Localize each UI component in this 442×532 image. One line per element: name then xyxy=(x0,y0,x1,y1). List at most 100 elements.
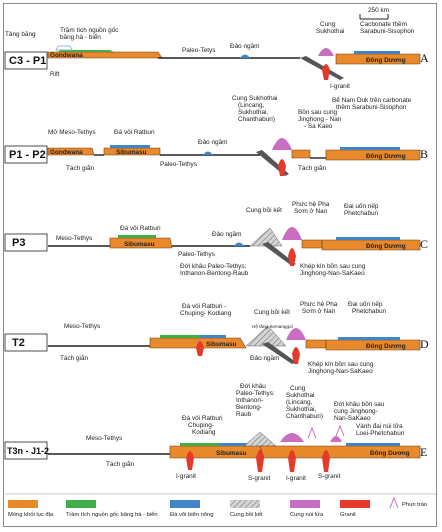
s-granite-2 xyxy=(322,450,330,472)
label-phetchabun: Phetchabun xyxy=(344,210,379,217)
label-meso-tethys: Meso-Tethys xyxy=(86,435,122,442)
label-rift: Rift xyxy=(50,71,60,78)
i-granite-sibumasu xyxy=(186,451,194,470)
legend-item-limestone: Đá vôi biển nông xyxy=(170,500,214,518)
seamount xyxy=(203,151,213,155)
legend-item-basement: Móng khối lục địa xyxy=(8,500,54,518)
period-box xyxy=(4,441,48,460)
stage-b: P1 - P2 Cung Sukhothai (Lincang, Sukhoth… xyxy=(4,95,428,176)
label-cung-sukhothai: Cung Sukhothai xyxy=(232,95,277,102)
label-gondwana: Gondwana xyxy=(50,149,83,156)
label-phuc-he: Phức hệ Pha xyxy=(300,301,338,308)
s-granite-1 xyxy=(256,450,264,472)
legend-swatch xyxy=(170,500,200,508)
legend-label: Granit xyxy=(340,512,356,518)
label-bentong: Bentong- xyxy=(236,404,262,411)
label-i-granit-2: I-granit xyxy=(286,475,306,482)
label-tram-tich-2: băng hà - biển xyxy=(60,33,101,41)
label-phetchabun: Phetchabun xyxy=(352,308,387,315)
label-cung-jinghong: cung Jinghong- xyxy=(334,408,378,415)
label-semanggol: Hệ tầng Semanggol xyxy=(252,324,293,329)
legend-swatch xyxy=(8,500,38,508)
section-letter: C xyxy=(420,237,428,251)
legend-label: Đá vôi biển nông xyxy=(170,511,214,518)
stage-e: T3n - J1-2 Đới khâu Paleo-Tethys: Inthan… xyxy=(4,383,427,482)
label-phuc-he: Phức hệ Pha xyxy=(292,201,330,208)
label-dong-duong: Đông Dương xyxy=(366,57,406,64)
label-cacbonate: Cacbonate thềm xyxy=(360,19,407,28)
label-tang-bang: Tảng băng xyxy=(5,31,36,38)
carbonate-platform xyxy=(336,237,400,240)
label-tach-gian: Tách giãn xyxy=(106,461,135,468)
label-sibumasu: Sibumasu xyxy=(206,341,237,348)
i-granite xyxy=(322,64,330,80)
period-box xyxy=(4,233,48,252)
ratburi-sediment xyxy=(180,443,220,446)
legend-swatch xyxy=(230,500,260,508)
label-dao-ngam: Đảo ngầm xyxy=(250,353,280,362)
label-dong-duong: Đông Dương xyxy=(366,153,406,160)
label-dao-ngam: Đảo ngầm xyxy=(198,137,228,146)
label-sa-kaeo: - Sa Kaeo xyxy=(304,123,333,130)
legend-item-granite: Granit xyxy=(340,500,370,518)
label-meso-tethys: Meso-Tethys xyxy=(56,235,92,242)
label-doi-khau: Đới khâu Paleo-Tethys: xyxy=(180,263,247,270)
label-chanthaburi: Chanthaburi) xyxy=(238,116,275,123)
volcanic-arc xyxy=(280,433,304,442)
label-s-granit-2: S-granit xyxy=(318,473,341,480)
stage-a: C3 - P1 Tảng băng Trầm tích nguồn gốc bă… xyxy=(4,19,429,90)
label-dong-duong: Đông Dương xyxy=(370,450,410,457)
scale-bar: 250 km xyxy=(359,7,389,20)
label-gondwana: Gondwana xyxy=(50,52,83,59)
period-box xyxy=(4,51,48,70)
ratburi-sediment xyxy=(160,335,200,338)
figure-frame xyxy=(3,3,437,527)
period-label: P3 xyxy=(12,237,25,249)
label-them-sarabuni: thềm Sarabuni-Sisophon xyxy=(336,102,407,111)
label-jinghong: Jinghong-Nan-SaKaeo xyxy=(308,368,373,375)
i-granite-arc xyxy=(288,450,296,472)
arc-granite xyxy=(288,248,296,266)
label-be-nam-duk: Bể Nam Duk trên carbonate xyxy=(332,96,412,104)
label-som-o-nan: Sơm ở Nan xyxy=(302,307,336,315)
loei-volcanic xyxy=(330,436,342,442)
label-dao-ngam: Đảo ngầm xyxy=(212,229,242,238)
label-doi-khau: Đới khâu xyxy=(240,383,266,390)
stage-c: P3 Cung bồi kết Phức hệ Pha Sơm ở Nan Đa… xyxy=(4,201,428,277)
seamount xyxy=(234,242,244,246)
label-som-o-nan: Sơm ở Nan xyxy=(294,207,328,215)
legend-swatch xyxy=(340,500,370,508)
arc-granite xyxy=(278,159,286,176)
carbonate-platform xyxy=(338,337,400,340)
label-jinghong: Jinghong-Nan-SaKaeo xyxy=(300,270,365,277)
label-lincang: (Lincang, xyxy=(238,102,265,109)
carbonate-platform xyxy=(354,51,400,54)
label-chuping: Chuping- Kodiang xyxy=(180,310,232,317)
iceberg xyxy=(55,45,73,51)
label-khep-kin: Khép kín bồn sau cung xyxy=(300,261,366,270)
label-dai-uon-nep: Đai uốn nếp xyxy=(348,299,383,308)
label-dao-ngam: Đảo ngầm xyxy=(230,41,260,50)
legend-item-arc: Cung núi lửa xyxy=(290,500,324,518)
label-cung: Cung xyxy=(320,21,336,28)
arc-block xyxy=(291,149,311,159)
label-sukhothai: Sukhothai xyxy=(316,28,344,35)
label-paleo-tethys: Paleo-Tethys: xyxy=(236,390,275,397)
carbonate-platform xyxy=(340,147,400,150)
section-letter: B xyxy=(420,147,428,161)
sibumasu-granite xyxy=(196,341,204,356)
label-mo-meso-tethys: Mở Meso-Tethys xyxy=(48,128,96,136)
period-label: T3n - J1-2 xyxy=(7,446,49,456)
volcanic-arc xyxy=(282,227,302,240)
label-tach-gian-2: Tách giãn xyxy=(298,165,327,172)
period-box xyxy=(4,333,48,352)
arc-granite xyxy=(292,347,300,364)
label-chuping: Chuping- xyxy=(188,422,214,429)
ratburi-limestone xyxy=(200,335,226,338)
period-label: T2 xyxy=(12,337,25,349)
label-dong-duong: Đông Dương xyxy=(366,343,406,350)
subducting-slab xyxy=(300,56,344,80)
label-jinghong: Jinghong - Nan xyxy=(298,116,342,123)
